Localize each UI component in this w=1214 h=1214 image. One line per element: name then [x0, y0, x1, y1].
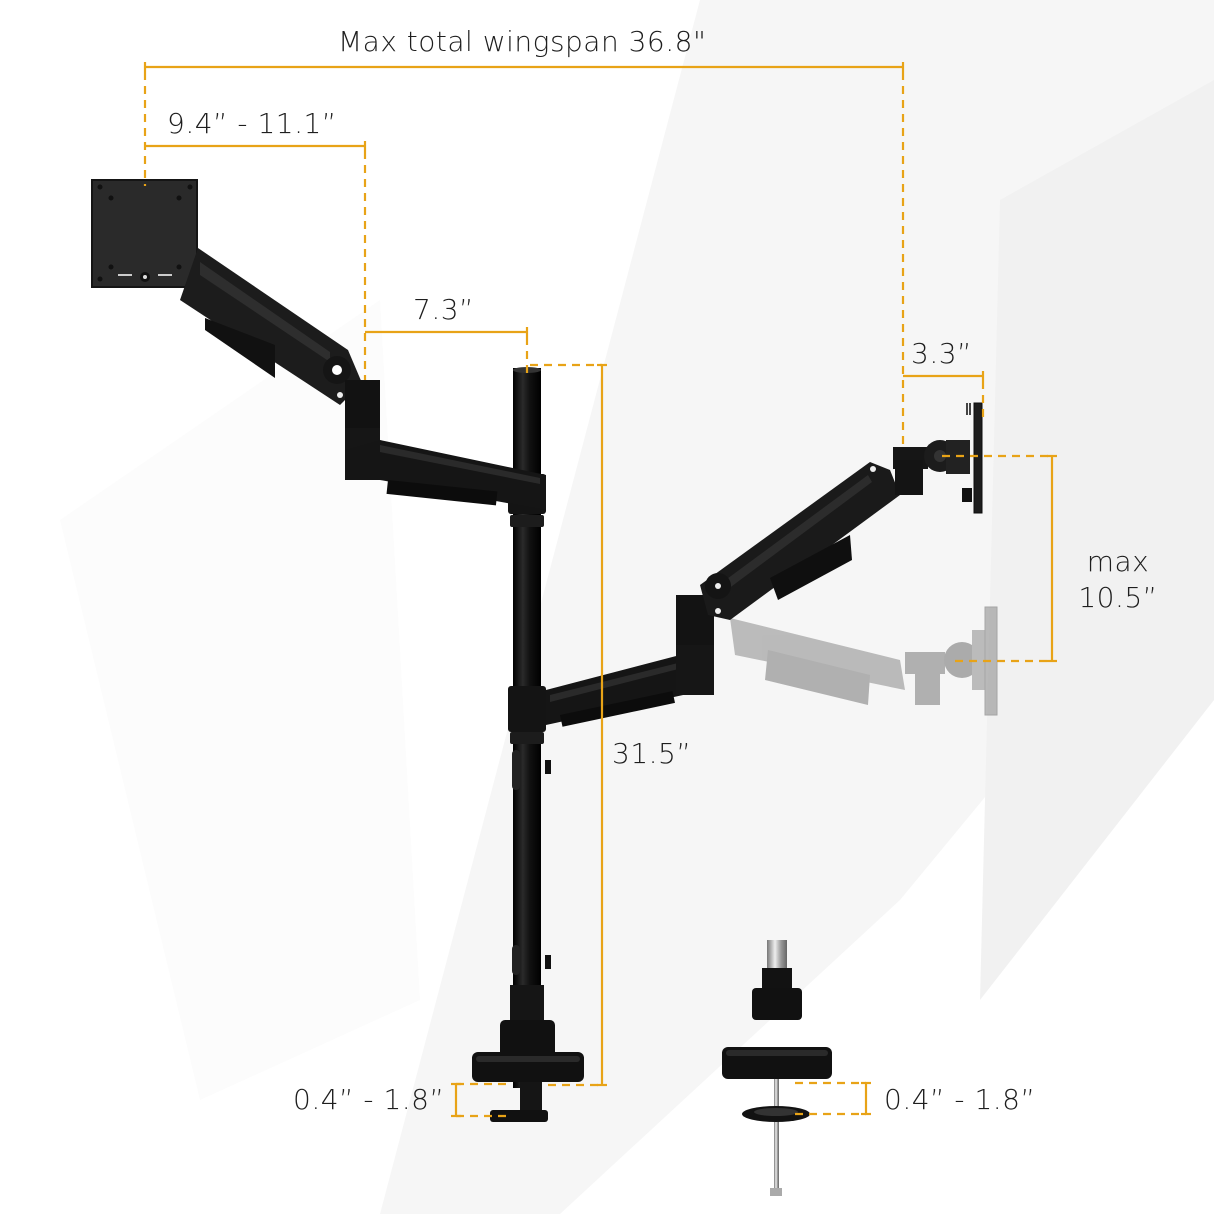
plate-offset-label: 3.3”: [911, 337, 973, 370]
arm-reach-label: 9.4” - 11.1”: [167, 107, 337, 140]
gas-spring-arm-right: [700, 462, 900, 620]
clamp-range-label: 0.4” - 1.8”: [293, 1083, 445, 1116]
right-arm-assembly: [546, 402, 983, 727]
grommet-range-label: 0.4” - 1.8”: [884, 1083, 1036, 1116]
pole-offset-label: 7.3”: [413, 293, 475, 326]
height-adjust-label-line1: max: [1086, 545, 1150, 578]
height-adjust-label-line2: 10.5”: [1078, 581, 1158, 614]
extension-arm-left: [345, 380, 546, 510]
grommet-mount: [722, 940, 832, 1196]
vesa-plate-right: [893, 402, 983, 514]
background-shading: [60, 0, 1214, 1214]
pole-height-label: 31.5”: [612, 737, 692, 770]
wingspan-label: Max total wingspan 36.8": [338, 25, 707, 58]
left-arm-assembly: [91, 179, 546, 510]
vesa-plate-left: [91, 179, 198, 288]
dimension-lines: [143, 62, 1057, 1118]
desk-clamp-base: [472, 1052, 584, 1122]
gas-spring-arm-left: [180, 248, 362, 405]
